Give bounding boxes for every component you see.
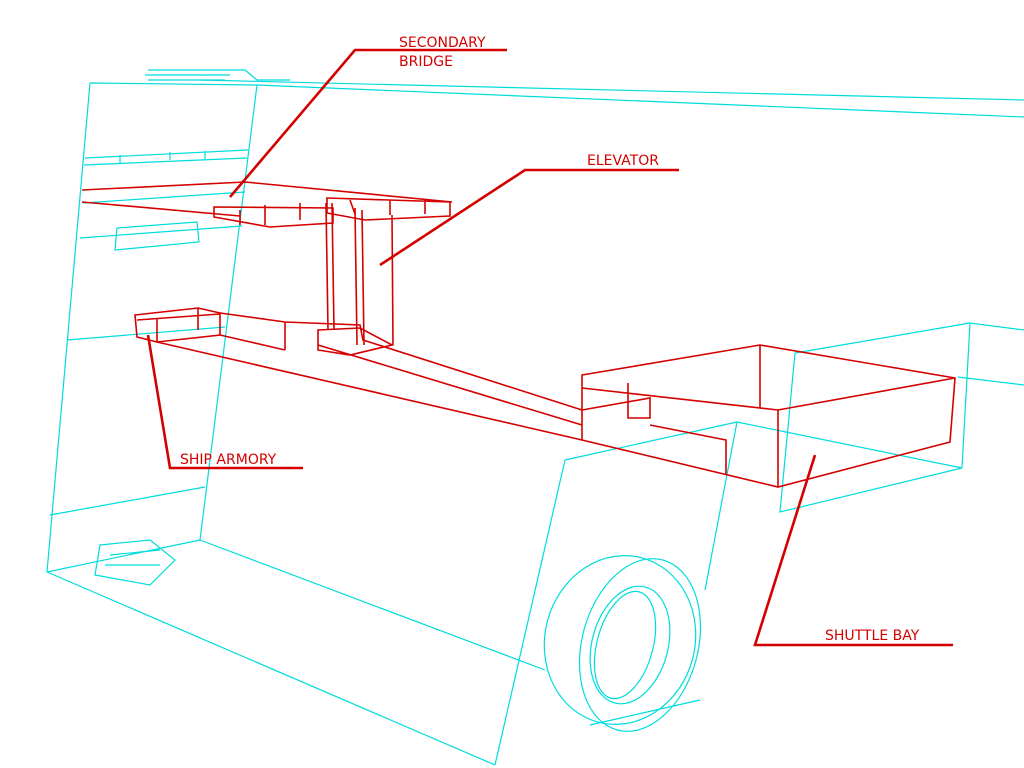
label-elevator: ELEVATOR (587, 153, 659, 169)
shuttle-bay-outline (581, 344, 956, 488)
shuttle-bay-leader (753, 454, 953, 647)
elevator-leader (379, 168, 679, 267)
label-ship-armory: SHIP ARMORY (180, 452, 277, 468)
ship-armory-leader (146, 334, 303, 470)
leader-lines (146, 48, 953, 647)
hull-wireframe (46, 69, 1024, 766)
secondary-bridge-outline (81, 181, 453, 228)
label-secondary-bridge-line1: SECONDARY (399, 35, 486, 51)
label-shuttle-bay: SHUTTLE BAY (825, 628, 920, 644)
label-secondary-bridge-line2: BRIDGE (399, 54, 453, 70)
secondary-bridge-leader (229, 48, 507, 198)
corridor-outline (156, 312, 583, 441)
elevator-outline (325, 202, 394, 346)
highlighted-compartments (81, 181, 956, 488)
